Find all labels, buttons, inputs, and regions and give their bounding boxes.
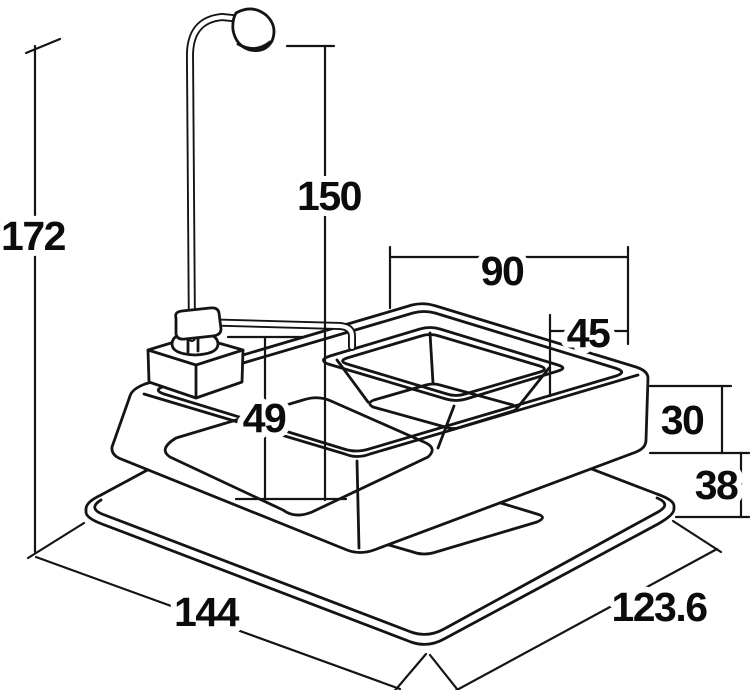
shower-head	[231, 7, 276, 52]
dim-rim-to-base-height: 30	[648, 384, 750, 455]
deck-front-edge	[142, 373, 640, 458]
shower-assembly	[174, 7, 356, 354]
dim-basin-top-width: 90	[388, 242, 630, 346]
dim-tick-top	[24, 37, 62, 55]
tub-body	[110, 302, 650, 554]
faucet-spout	[186, 337, 200, 354]
dimensions: 172 150 90 45 49 30	[0, 37, 750, 690]
dim-line	[454, 547, 719, 690]
dim-base-height: 38	[674, 451, 750, 519]
dim-label-basin-top-width: 90	[481, 248, 524, 294]
pedestal-top-edges	[146, 348, 245, 400]
front-wall-corner-edge	[355, 459, 361, 550]
dim-label-inner-floor-height: 49	[243, 395, 286, 441]
dim-label-overall-depth: 123.6	[611, 584, 707, 630]
support-bar	[192, 318, 356, 351]
tub-silhouette	[110, 302, 650, 554]
dim-line	[34, 555, 402, 690]
dim-label-rim-to-base-height: 30	[661, 397, 704, 443]
dim-label-base-height: 38	[695, 462, 738, 508]
shower-floor	[163, 396, 434, 517]
dim-label-overall-width: 144	[174, 589, 240, 635]
dim-shower-head-height: 150	[234, 44, 369, 502]
dim-extension-start	[428, 653, 460, 690]
dim-label-shower-head-height: 150	[297, 173, 362, 219]
base-rim-crease	[93, 496, 667, 636]
shower-head-face-line	[236, 40, 272, 50]
basin-corner-edges	[335, 331, 551, 409]
dim-overall-depth: 123.6	[428, 519, 723, 690]
deck-inner-rim	[156, 310, 624, 453]
dim-total-height: 172	[0, 37, 86, 560]
dim-label-basin-side-width: 45	[567, 310, 610, 356]
dim-label-total-height: 172	[1, 213, 66, 259]
faucet-body	[174, 306, 223, 354]
basin-floor	[368, 382, 519, 430]
basin-inner-rim	[341, 333, 546, 397]
shower-pole	[185, 13, 246, 342]
dim-inner-floor-height: 49	[226, 335, 305, 501]
dim-extension-end	[393, 652, 428, 690]
dim-overall-width: 144	[34, 555, 428, 690]
dim-extension-bottom	[26, 521, 86, 560]
dim-extension-end	[671, 519, 723, 554]
dim-basin-side-width: 45	[548, 304, 630, 398]
